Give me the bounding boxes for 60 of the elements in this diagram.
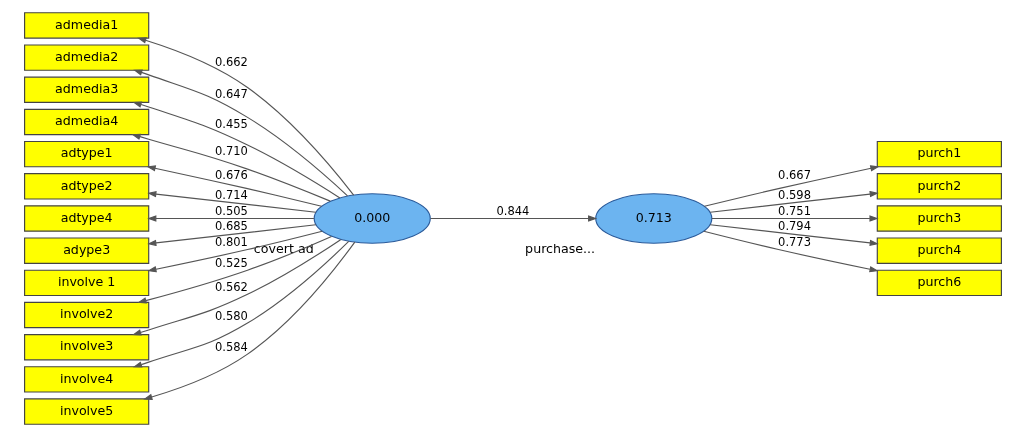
arrow <box>702 230 879 273</box>
node-label: covert ad <box>253 241 314 257</box>
node-box: admedia2 <box>23 44 149 71</box>
edge-label: 0.773 <box>777 235 811 250</box>
arrow <box>136 37 354 196</box>
edge-label: 0.455 <box>214 116 248 131</box>
edge-label: 0.647 <box>214 86 248 101</box>
node-box: purch6 <box>876 269 1002 297</box>
edge-label: 0.584 <box>214 339 248 354</box>
arrow <box>130 133 331 202</box>
arrow <box>709 224 879 247</box>
edge-label: 0.751 <box>777 204 811 219</box>
edge-label: 0.598 <box>777 187 811 202</box>
arrow <box>146 230 323 273</box>
edge-label: 0.662 <box>214 54 248 69</box>
edge-label: 0.685 <box>214 218 248 233</box>
node-box: purch1 <box>876 140 1002 168</box>
edge-label: 0.667 <box>777 168 811 183</box>
arrow <box>132 69 348 197</box>
edge-label: 0.801 <box>214 235 248 250</box>
node-box: admedia4 <box>23 108 149 136</box>
arrow <box>145 165 322 207</box>
node-box: purch3 <box>876 205 1002 232</box>
node-box: involve3 <box>23 334 149 361</box>
node-box: adtype4 <box>23 205 149 232</box>
arrow <box>132 240 349 368</box>
edge-label: 0.676 <box>214 168 248 183</box>
node-box: purch4 <box>876 237 1002 264</box>
node-box: purch2 <box>876 173 1002 200</box>
node-ellipse: 0.000 <box>313 193 431 244</box>
edge-label: 0.505 <box>214 204 248 219</box>
edge-label: 0.710 <box>214 144 248 159</box>
arrow <box>131 239 341 336</box>
node-box: adype3 <box>23 237 149 264</box>
edge-label: 0.714 <box>214 187 248 202</box>
edge-label: 0.794 <box>777 218 811 233</box>
arrow <box>146 224 316 247</box>
edge-label: 0.580 <box>214 308 248 323</box>
arrow <box>710 215 879 222</box>
node-box: adtype2 <box>23 173 149 200</box>
edge-label: 0.844 <box>496 204 529 219</box>
node-box: admedia1 <box>23 12 149 39</box>
node-box: involve4 <box>23 366 149 393</box>
node-label: purchase... <box>524 241 595 257</box>
arrow <box>709 190 879 213</box>
arrow <box>146 215 314 222</box>
arrow <box>142 241 355 400</box>
node-box: adtype1 <box>23 140 149 168</box>
edge-label: 0.562 <box>214 279 248 294</box>
node-box: involve 1 <box>23 269 149 297</box>
node-box: involve5 <box>23 398 149 425</box>
arrow <box>146 190 316 213</box>
arrow <box>429 215 597 222</box>
edge-label: 0.525 <box>214 255 248 270</box>
node-ellipse: 0.713 <box>594 193 712 244</box>
arrow <box>136 235 332 304</box>
arrow <box>703 165 880 207</box>
node-box: involve2 <box>23 301 149 329</box>
arrow <box>132 101 340 199</box>
node-box: admedia3 <box>23 76 149 103</box>
